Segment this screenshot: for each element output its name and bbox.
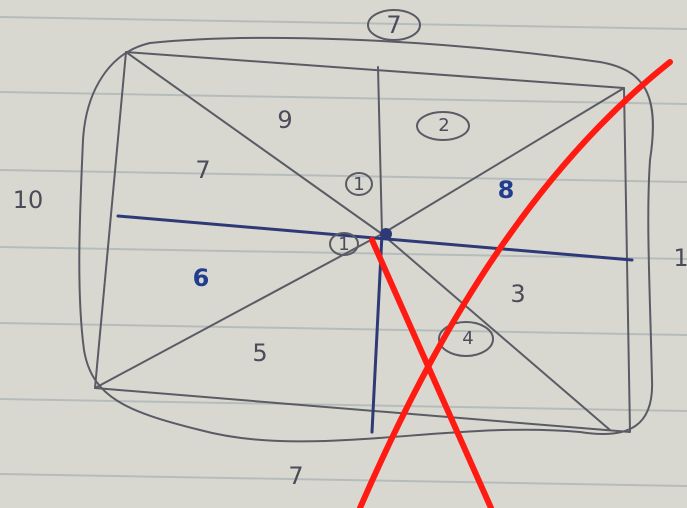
- diagonal-top-right: [381, 87, 625, 235]
- red-diagonal-stroke: [369, 237, 494, 508]
- center-point: [380, 228, 392, 240]
- ruled-line: [0, 16, 687, 30]
- ruled-line: [0, 473, 687, 487]
- rectangle-frame: [94, 51, 631, 433]
- ruled-line: [0, 246, 687, 260]
- region-label-right-lower: 3: [510, 280, 525, 308]
- outer-sketch: [78, 36, 654, 443]
- circle-label-center-upper: 1: [353, 174, 364, 195]
- circle-label-center-lower: 1: [338, 234, 349, 255]
- region-label-upper-left-inner: 7: [195, 156, 210, 184]
- vertical-top-line: [377, 66, 383, 235]
- center-upper-circle: [345, 172, 373, 196]
- region-label-right-middle: 8: [498, 176, 515, 204]
- diagonal-top-left: [125, 51, 383, 235]
- circle-label-lower-right: 4: [462, 328, 473, 349]
- ruled-line: [0, 322, 687, 336]
- region-label-lower-left: 5: [252, 339, 267, 367]
- label-circles: [329, 9, 494, 357]
- top-label: 7: [386, 11, 401, 39]
- right-fragment-label: 1: [673, 244, 687, 272]
- ruled-line: [0, 91, 687, 105]
- diagonal-bottom-left: [94, 233, 383, 389]
- ruled-line: [0, 398, 687, 412]
- upper-right-circle: [416, 111, 470, 141]
- red-x-overlay: [357, 59, 673, 508]
- diagram-labels: 7 10 7 1 9 7 2 8 1 1 6 5 3 4: [13, 11, 687, 490]
- lower-right-circle: [438, 321, 494, 357]
- circle-label-upper-right: 2: [438, 115, 449, 136]
- red-curved-stroke: [357, 59, 673, 508]
- rounded-outer-border: [78, 36, 654, 443]
- region-label-left-lower: 6: [193, 264, 210, 292]
- center-lower-circle: [329, 232, 359, 256]
- diagonal-bottom-right: [381, 233, 611, 431]
- horizontal-center-line: [116, 214, 634, 262]
- left-label: 10: [13, 186, 44, 214]
- bottom-label: 7: [288, 462, 303, 490]
- top-circle: [367, 9, 421, 41]
- blue-ink-lines: [116, 214, 634, 434]
- vertical-lower-line: [370, 232, 384, 434]
- region-label-upper-left-outer: 9: [277, 106, 292, 134]
